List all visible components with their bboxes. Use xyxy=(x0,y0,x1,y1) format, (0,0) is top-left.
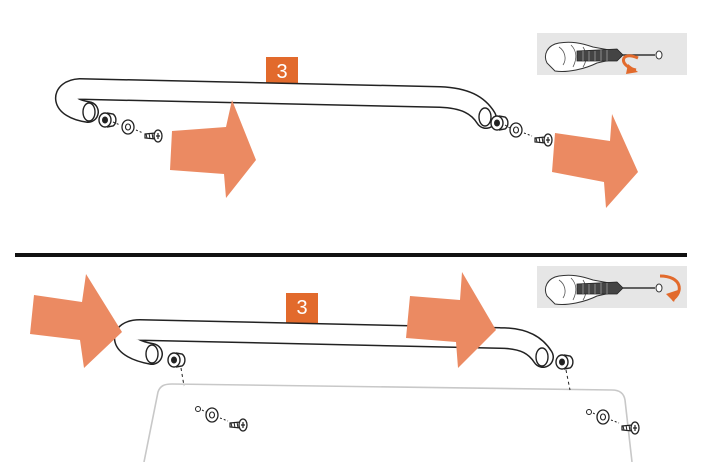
move-arrow-icon-bottom-left xyxy=(30,274,122,368)
spacer-icon-bottom-right xyxy=(555,354,574,370)
mounting-panel xyxy=(143,383,633,462)
spacer-icon-bottom-left xyxy=(167,352,186,368)
hardware-right-bottom xyxy=(586,409,640,435)
screwdriver-hand-icon-bottom xyxy=(536,265,688,309)
hardware-left-bottom xyxy=(195,406,248,432)
step-number-badge-bottom: 3 xyxy=(286,293,318,324)
move-arrow-icon-bottom-right xyxy=(406,272,496,368)
move-arrow-icon-top-right xyxy=(552,114,638,208)
handle-bar-icon-bottom xyxy=(114,318,554,368)
rotation-arrow-icon-bottom xyxy=(659,274,681,302)
rotation-arrow-icon-top xyxy=(622,54,639,74)
move-arrow-icon-top-left xyxy=(170,100,256,198)
screwdriver-hand-icon-top xyxy=(536,32,688,76)
hardware-left-top xyxy=(98,112,163,143)
panel-divider xyxy=(15,253,687,257)
handle-bar-icon-top xyxy=(55,77,497,129)
hardware-right-top xyxy=(490,115,553,147)
